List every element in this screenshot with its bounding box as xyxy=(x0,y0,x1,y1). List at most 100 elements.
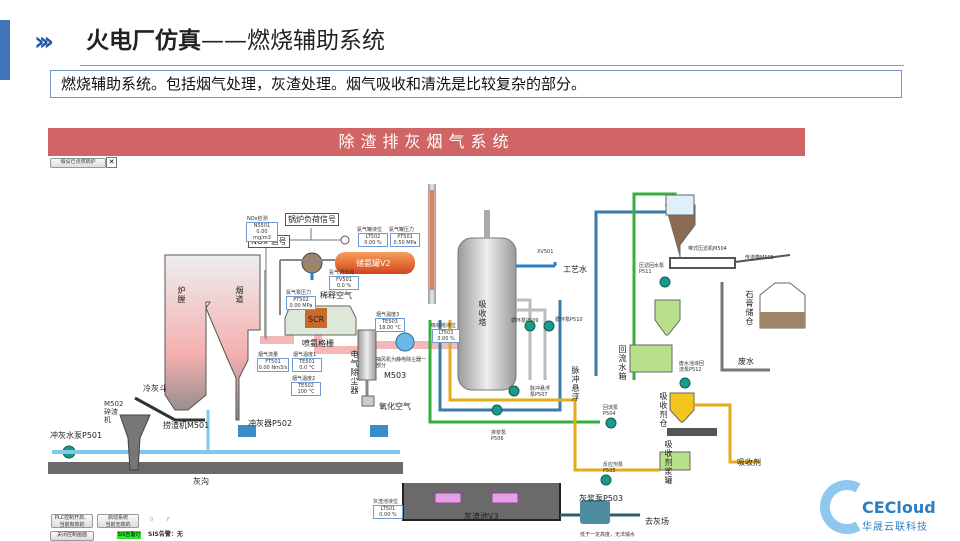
filter-hopper xyxy=(665,194,695,216)
start-system-button[interactable]: 启动系统当前无效的 xyxy=(97,514,139,528)
instrument-fv501-name: 氨气调节阀 xyxy=(329,270,355,276)
ammonia-tank-v2 xyxy=(335,252,415,274)
fan-tag-label: M503 xyxy=(384,371,407,380)
instrument-nox-name: NOx检测 xyxy=(247,216,268,222)
system-banner: 除渣排灰烟气系统 xyxy=(48,128,805,156)
ash-trench-label: 灰沟 xyxy=(193,477,209,486)
accent-bar xyxy=(0,20,10,80)
scr-label: SCR xyxy=(308,315,325,324)
ignite-boiler-button[interactable]: 假设已点燃锅炉 xyxy=(50,158,106,168)
brand-name: CECloud xyxy=(862,498,936,517)
conveyor-m505 xyxy=(734,254,791,263)
absorbent-label: 吸收剂 xyxy=(737,458,761,467)
pump-p504 xyxy=(605,417,617,429)
instrument-te503-name: 烟气温度3 xyxy=(376,312,400,318)
furnace-label: 炉膛 xyxy=(177,286,186,304)
flush-pump-p501-label: 冲灰水泵P501 xyxy=(50,431,103,440)
instrument-pt502-name: 氨气泵压力 xyxy=(286,290,312,296)
sis-alarm-light: SIS告警灯 xyxy=(117,531,141,539)
ammonia-tank-label: 储氨罐V2 xyxy=(356,259,391,268)
ash-flusher-p502 xyxy=(238,425,256,437)
pump-p512 xyxy=(679,377,691,389)
slurry-pump-p503 xyxy=(580,500,610,524)
slurry-pump-label: 灰浆泵P503 xyxy=(579,494,624,503)
boiler-load-signal: 锅炉负荷信号 xyxy=(285,213,339,226)
ash-trench xyxy=(48,462,403,474)
conveyor-label: 传送带M505 xyxy=(745,255,774,261)
valve-label: XV501 xyxy=(537,249,554,255)
brand-sub: 华晟云联科技 xyxy=(862,522,928,533)
chimney xyxy=(430,190,434,290)
flag-f: F xyxy=(167,517,170,523)
filter-return-pump-label: 压滤回水泵P511 xyxy=(639,263,665,275)
description-box: 燃烧辅助系统。包括烟气处理，灰渣处理。烟气吸收和清洗是比较复杂的部分。 xyxy=(50,70,902,98)
instrument-te502-name: 烟气温度2 xyxy=(292,376,316,382)
absorbent-silo xyxy=(669,392,695,423)
flag-o: 0 xyxy=(150,517,154,523)
instrument-ft501-name: 烟气流量 xyxy=(258,352,279,358)
instrument-lt501-name: 灰渣池液位 xyxy=(373,499,399,505)
instrument-lt502-name: 氨气罐液位 xyxy=(357,227,383,233)
ash-flusher-label: 冲灰器P502 xyxy=(248,419,293,428)
scr-catalyst xyxy=(305,308,327,328)
ash-pond-v3 xyxy=(402,483,561,521)
waste-water-label: 废水 xyxy=(738,357,754,366)
slurry-tank-label: 吸收剂浆罐 xyxy=(664,440,673,485)
oxidation-air-label: 氧化空气 xyxy=(379,402,411,411)
sis-alarm-text: SIS告警：无 xyxy=(148,531,183,538)
furnace xyxy=(164,254,261,421)
belt-filter-label: 带式压滤机M504 xyxy=(688,246,727,252)
pump-p509 xyxy=(524,320,536,332)
instrument-lt503-name: 吸收塔液位 xyxy=(431,323,457,329)
return-tank-label: 回流水箱 xyxy=(618,345,627,381)
dilution-air-label: 稀释空气 xyxy=(320,291,352,300)
cecloud-logo-icon xyxy=(819,480,861,534)
ammonia-grid-label: 喷氨格栅 xyxy=(302,339,334,348)
absorber-label: 吸收塔 xyxy=(478,300,487,327)
flush-pump-label: 脉冲悬浮泵P507 xyxy=(530,386,551,398)
instrument-te501-name: 烟气温度1 xyxy=(293,352,317,358)
discharge-pump-label: 排浆泵P506 xyxy=(491,430,507,442)
flue-label: 烟道 xyxy=(235,286,244,304)
pump-p510 xyxy=(543,320,555,332)
divider xyxy=(80,65,904,66)
plc-control-button[interactable]: PLC控制开启、当前有效的 xyxy=(51,514,93,528)
belt-filter-m504 xyxy=(669,257,736,269)
screw-feeder xyxy=(667,428,717,436)
title-dash: —— xyxy=(201,28,247,54)
pump-p511 xyxy=(659,276,671,288)
esp xyxy=(357,329,377,381)
fan-m503 xyxy=(395,332,415,352)
esp-label: 电气除尘器 xyxy=(350,350,359,395)
crusher-m502 xyxy=(119,414,151,471)
title-sub: 燃烧辅助系统 xyxy=(247,28,385,54)
ash-pond-label: 灰渣池V3 xyxy=(464,512,499,521)
fan-label: 抽风机为静电除尘器一部分 xyxy=(376,357,427,369)
circ-pump-2-label: 循环泵P510 xyxy=(555,317,583,323)
waste-return-pump-label: 废水池液回流泵P512 xyxy=(679,361,705,373)
to-ash-yard-label: 去灰场 xyxy=(645,517,669,526)
process-water-label: 工艺水 xyxy=(563,265,587,274)
absorbent-silo-label: 吸收剂仓 xyxy=(659,392,668,428)
circ-pump-1-label: 循环泵P509 xyxy=(511,318,539,324)
crusher-label: M502碎渣机 xyxy=(104,400,124,424)
pulse-suspend-label: 脉冲悬浮 xyxy=(571,366,580,402)
mixer xyxy=(301,252,323,274)
page-title: 火电厂仿真——燃烧辅助系统 xyxy=(86,26,385,56)
instrument-pt501-name: 氨气罐压力 xyxy=(389,227,415,233)
pump-p506 xyxy=(491,404,503,416)
pump-p505 xyxy=(600,474,612,486)
pump-note: 低于一定高度，无法输水 xyxy=(580,532,636,538)
return-water-tank xyxy=(629,344,673,373)
close-icon[interactable]: ✕ xyxy=(106,157,117,168)
slurry-tank xyxy=(659,451,691,471)
